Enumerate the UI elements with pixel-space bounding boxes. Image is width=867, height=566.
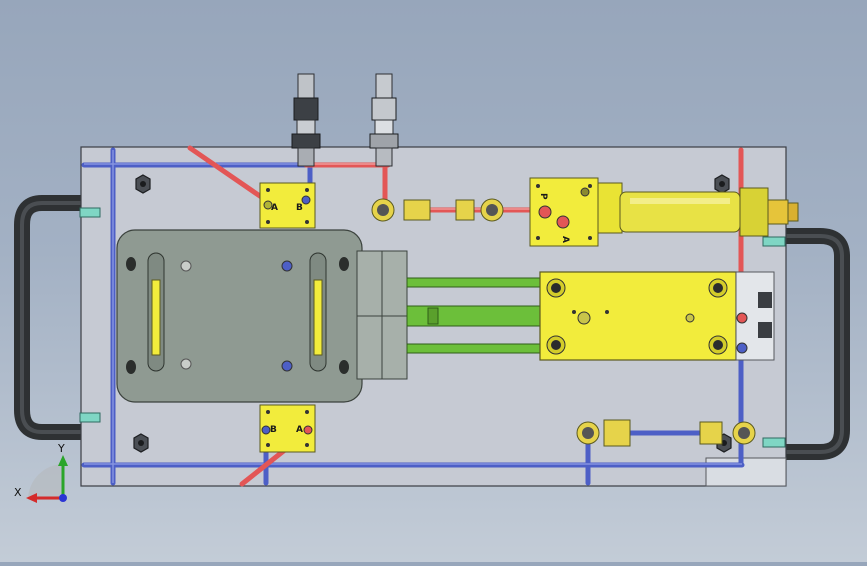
quick-coupler-pressure[interactable] [291, 73, 321, 167]
valve-label-b: B [270, 425, 277, 435]
bottom-valve-block[interactable]: B A [259, 404, 316, 453]
corner-block [705, 457, 787, 487]
valve-label-a: A [296, 425, 303, 435]
y-axis-label: Y [57, 442, 65, 455]
return-line-highlight [84, 150, 742, 483]
left-handle[interactable] [13, 195, 82, 440]
swivel-fitting [371, 198, 756, 445]
solenoid-coil[interactable] [619, 187, 799, 237]
valve-label-a: A [271, 203, 278, 213]
brass-fitting [403, 199, 723, 447]
teal-fitting [79, 207, 786, 448]
top-valve-block[interactable]: A B [259, 182, 316, 229]
fixture-body[interactable] [116, 229, 408, 403]
manifold-block[interactable] [539, 271, 775, 361]
axis-triad: Y X [14, 442, 68, 503]
valve-label-p: P [538, 193, 548, 200]
right-handle[interactable] [786, 228, 850, 460]
x-axis-label: X [14, 486, 22, 499]
quick-coupler-return[interactable] [369, 73, 399, 167]
cylinder-rod [406, 277, 542, 354]
valve-label-a: A [560, 236, 570, 243]
valve-label-b: B [296, 203, 303, 213]
directional-valve[interactable]: P A [529, 177, 623, 247]
